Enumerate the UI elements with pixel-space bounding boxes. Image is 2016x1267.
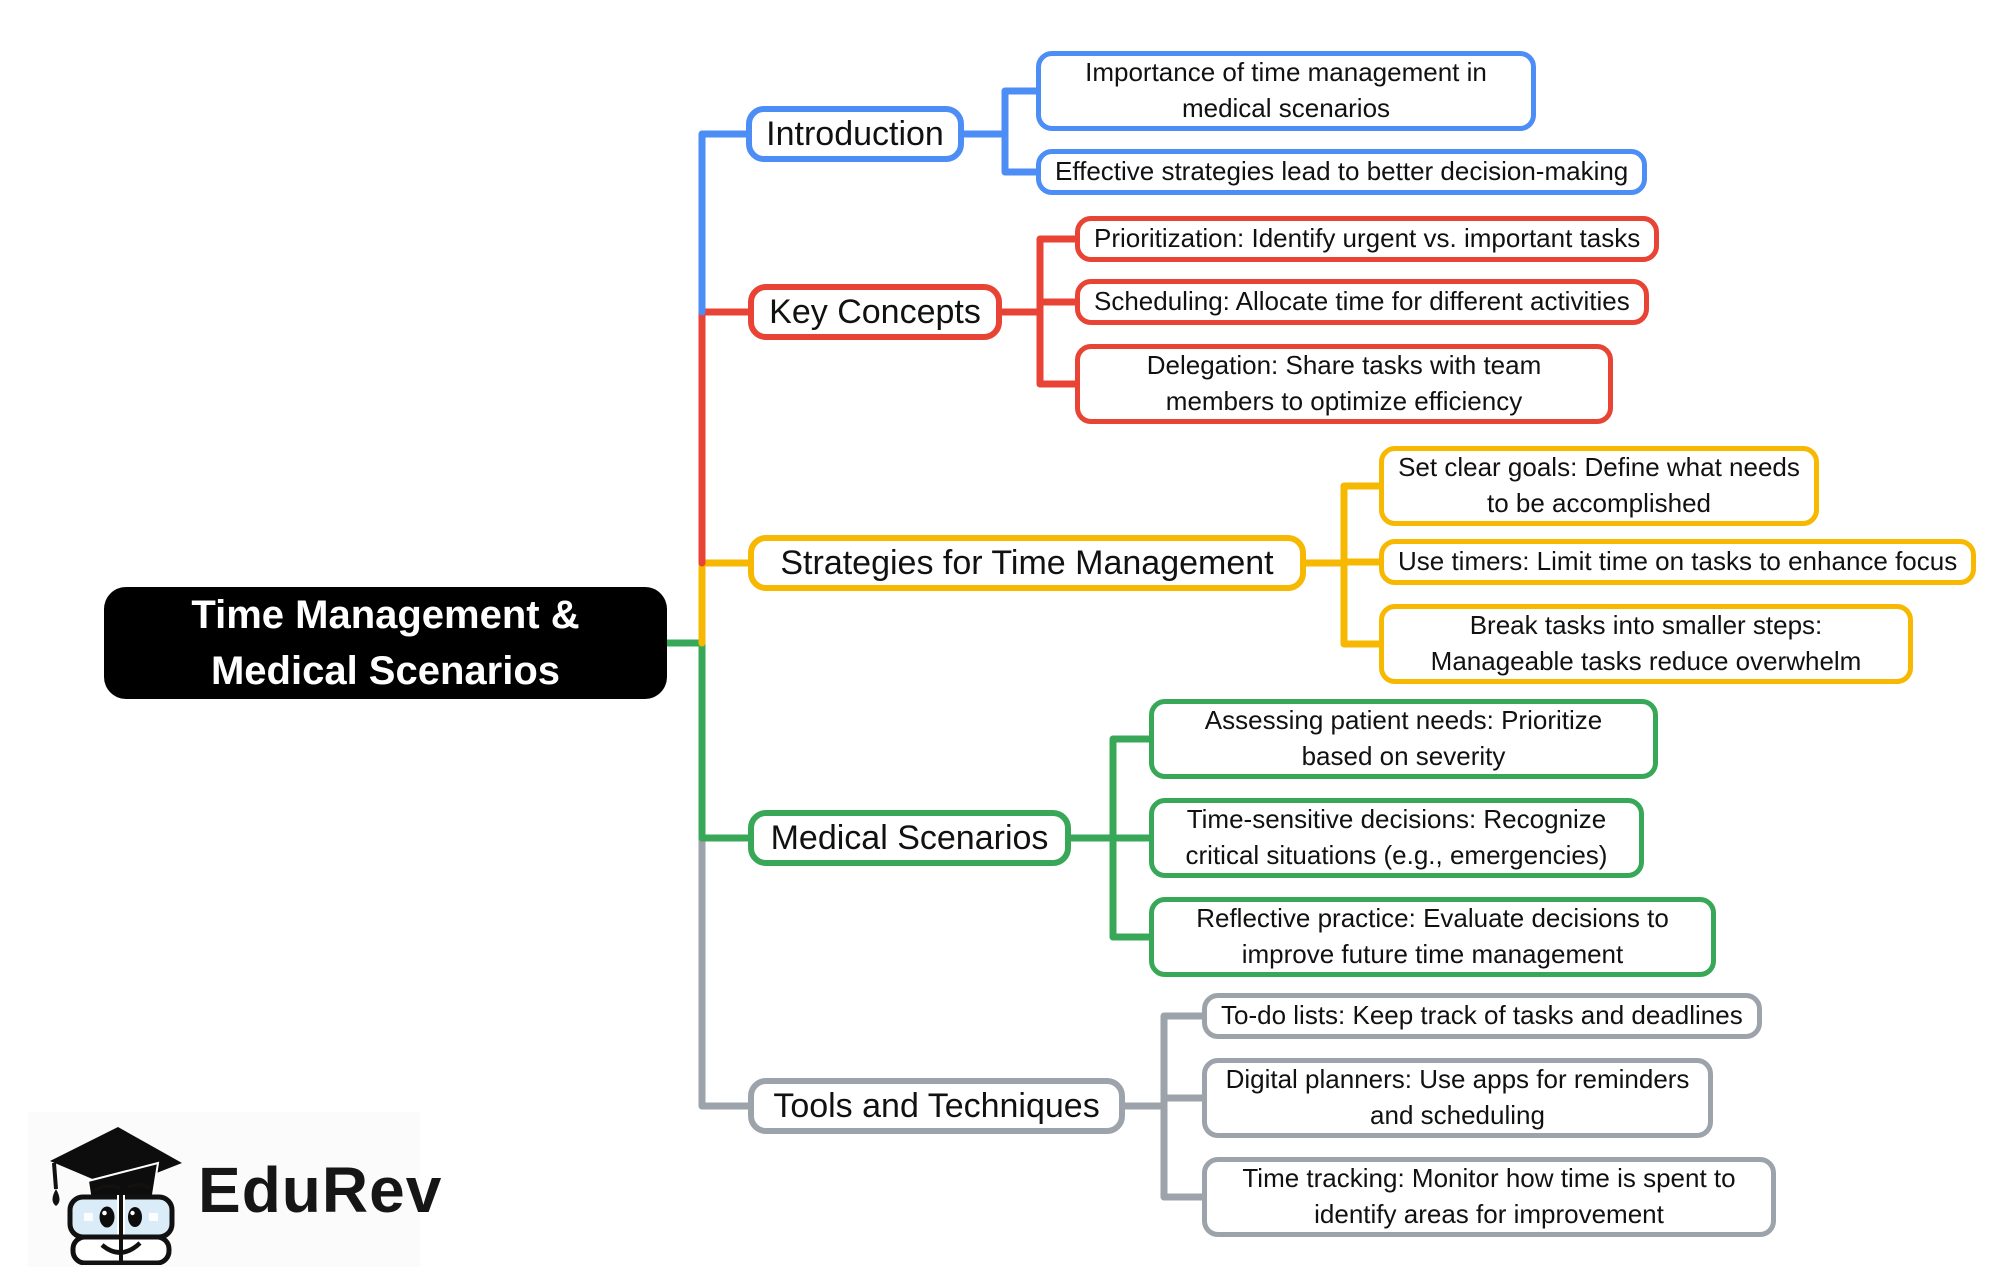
root-label: Time Management & Medical Scenarios bbox=[191, 593, 580, 693]
leaf-text: Prioritization: Identify urgent vs. impo… bbox=[1094, 223, 1641, 254]
branch-medical-scenarios-node: Medical Scenarios bbox=[748, 810, 1071, 866]
leaf-todo-lists: To-do lists: Keep track of tasks and dea… bbox=[1202, 993, 1762, 1039]
leaf-reflective-practice: Reflective practice: Evaluate decisions … bbox=[1149, 897, 1716, 977]
leaf-text: Delegation: Share tasks with team member… bbox=[1146, 350, 1542, 416]
leaf-text: Break tasks into smaller steps: Manageab… bbox=[1430, 610, 1862, 676]
branch-key-concepts-node: Key Concepts bbox=[748, 284, 1002, 340]
leaf-delegation: Delegation: Share tasks with team member… bbox=[1075, 344, 1613, 424]
branch-introduction-node: Introduction bbox=[746, 106, 964, 162]
leaf-text: Assessing patient needs: Prioritize base… bbox=[1204, 705, 1603, 771]
leaf-scheduling: Scheduling: Allocate time for different … bbox=[1075, 279, 1649, 325]
root-node: Time Management & Medical Scenarios bbox=[104, 587, 667, 699]
branch-tools-node: Tools and Techniques bbox=[748, 1078, 1125, 1134]
branch-tools-label: Tools and Techniques bbox=[773, 1086, 1100, 1125]
branch-medical-scenarios-label: Medical Scenarios bbox=[770, 818, 1049, 857]
branch-introduction-label: Introduction bbox=[766, 114, 944, 153]
leaf-text: Reflective practice: Evaluate decisions … bbox=[1196, 903, 1669, 969]
leaf-text: Use timers: Limit time on tasks to enhan… bbox=[1398, 546, 1958, 577]
leaf-time-tracking: Time tracking: Monitor how time is spent… bbox=[1202, 1157, 1776, 1237]
leaf-text: Time tracking: Monitor how time is spent… bbox=[1242, 1163, 1736, 1229]
edurev-mascot-icon bbox=[50, 1126, 182, 1265]
branch-strategies-node: Strategies for Time Management bbox=[748, 535, 1306, 591]
tools-connectors bbox=[698, 834, 1229, 1201]
leaf-time-sensitive-decisions: Time-sensitive decisions: Recognize crit… bbox=[1149, 798, 1644, 878]
branch-key-concepts-label: Key Concepts bbox=[769, 292, 981, 331]
leaf-text: To-do lists: Keep track of tasks and dea… bbox=[1221, 1000, 1743, 1031]
leaf-text: Scheduling: Allocate time for different … bbox=[1094, 286, 1630, 317]
leaf-text: Effective strategies lead to better deci… bbox=[1055, 156, 1629, 187]
leaf-set-clear-goals: Set clear goals: Define what needs to be… bbox=[1379, 446, 1819, 526]
leaf-text: Digital planners: Use apps for reminders… bbox=[1225, 1064, 1690, 1130]
leaf-text: Importance of time management in medical… bbox=[1085, 57, 1487, 123]
leaf-effective-strategies: Effective strategies lead to better deci… bbox=[1036, 149, 1648, 195]
leaf-break-tasks: Break tasks into smaller steps: Manageab… bbox=[1379, 604, 1913, 684]
leaf-assessing-patient-needs: Assessing patient needs: Prioritize base… bbox=[1149, 699, 1658, 779]
leaf-use-timers: Use timers: Limit time on tasks to enhan… bbox=[1379, 539, 1977, 585]
leaf-text: Set clear goals: Define what needs to be… bbox=[1398, 452, 1800, 518]
leaf-prioritization: Prioritization: Identify urgent vs. impo… bbox=[1075, 216, 1660, 262]
branch-strategies-label: Strategies for Time Management bbox=[780, 543, 1274, 582]
leaf-importance-of-time-management: Importance of time management in medical… bbox=[1036, 51, 1536, 131]
edurev-logo-text: EduRev bbox=[198, 1153, 443, 1226]
leaf-digital-planners: Digital planners: Use apps for reminders… bbox=[1202, 1058, 1713, 1138]
leaf-text: Time-sensitive decisions: Recognize crit… bbox=[1185, 804, 1608, 870]
edurev-logo: EduRev bbox=[28, 1112, 441, 1267]
